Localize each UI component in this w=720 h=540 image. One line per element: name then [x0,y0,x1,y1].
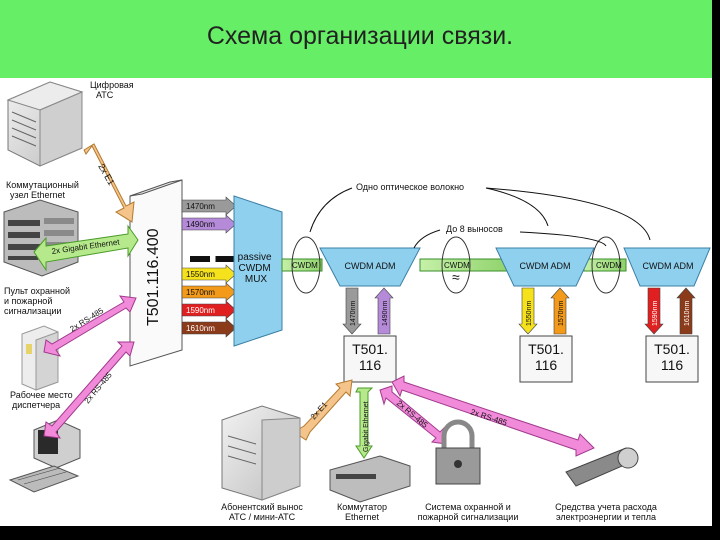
wavelength-arrow-5 [181,318,237,338]
link-arrows [33,143,595,459]
e1-top-label: 2x E1 [96,162,116,187]
cwdm-label-2: CWDM [444,261,470,270]
remote-unit-2: T501.116 [519,335,573,383]
callout-curves [309,187,651,249]
meter-icon [565,447,639,487]
rs485-meter-arrow [391,375,595,457]
drop-arrow-5 [676,287,696,335]
remote-unit-label-2: T501.116 [528,341,564,373]
padlock-icon [435,419,481,485]
wavelength-arrow-4 [181,300,237,320]
title-bar: Схема организации связи. [0,0,720,78]
fiber-dots: ≈ [452,269,460,285]
e1-top-arrow [83,143,135,223]
drop-label-3: 1570nm [558,301,565,326]
subscriber-ats-icon [221,405,301,501]
wavelength-label-1: 1490nm [186,220,215,229]
cwdm-label-1: CWDM [292,261,318,270]
mux-label: passive CWDM MUX [238,252,275,285]
remote-unit-1: T501.116 [343,335,397,383]
ethernet-switch-node-icon [3,199,79,277]
wavelength-label-5: 1610nm [186,324,215,333]
up-to-8-label: До 8 выносов [446,224,503,234]
page-title: Схема организации связи. [206,22,514,50]
wavelength-arrows: 1470nm 1490nm 1550nm 1570nm 1590nm 1610nm [181,196,237,338]
cwdm-label-3: CWDM [596,261,622,270]
wavelength-label-0: 1470nm [186,202,215,211]
adm-label-3: CWDM ADM [643,261,694,271]
adm-1: CWDM ADM [319,247,421,287]
bottom-edge-bar [0,526,720,540]
rs485-sec-label: 2x RS-485 [395,399,430,431]
drop-label-4: 1590nm [652,301,659,326]
drop-arrow-0 [342,287,362,335]
remote-unit-label-3: T501.116 [654,341,690,373]
adm-2: CWDM ADM [495,247,595,287]
drop-arrow-4 [644,287,664,335]
drop-label-1: 1490nm [382,301,389,326]
rs485-disp-arrow [43,341,135,439]
single-fiber-label: Одно оптическое волокно [356,182,464,192]
remote-unit-label-1: T501.116 [352,341,388,373]
e1-bottom-arrow [293,379,353,441]
wavelength-arrow-1 [181,214,237,234]
wavelength-label-4: 1590nm [186,306,215,315]
adm-label-1: CWDM ADM [345,261,396,271]
alarm-panel-icon [21,325,59,391]
passive-cwdm-mux: passive CWDM MUX [233,195,283,347]
drop-arrow-3 [550,287,570,335]
drop-arrow-1 [374,287,394,335]
drop-label-5: 1610nm [684,301,691,326]
ge-bottom-label: Gigabit Ethernet [363,401,370,452]
rs485-alarm-arrow [43,295,137,357]
drop-arrows: 1470nm 1490nm 1550nm 1570nm 1590nm 1610nm [342,287,696,335]
wavelength-label-3: 1570nm [186,288,215,297]
drop-label-2: 1550nm [526,301,533,326]
wavelength-arrow-3 [181,282,237,302]
drop-arrow-2 [518,287,538,335]
adm-label-2: CWDM ADM [520,261,571,271]
main-unit: T501.116.400 [129,179,183,367]
ge-left-arrow [33,224,139,272]
drop-label-0: 1470nm [350,301,357,326]
wavelength-arrow-2 [181,264,237,284]
adm-3: CWDM ADM [623,247,711,287]
fiber-chain: CWDM CWDM CWDM CWDM ADM CWDM ADM CWDM AD… [281,236,711,294]
right-edge-bar [712,0,720,540]
main-unit-label: T501.116.400 [145,228,162,326]
remote-unit-3: T501.116 [645,335,699,383]
switch-device-icon [329,455,411,503]
ge-bottom-arrow [355,387,374,459]
wavelength-arrow-0 [181,196,237,216]
digital-ats-icon [6,81,84,167]
wavelength-label-2: 1550nm [186,270,215,279]
